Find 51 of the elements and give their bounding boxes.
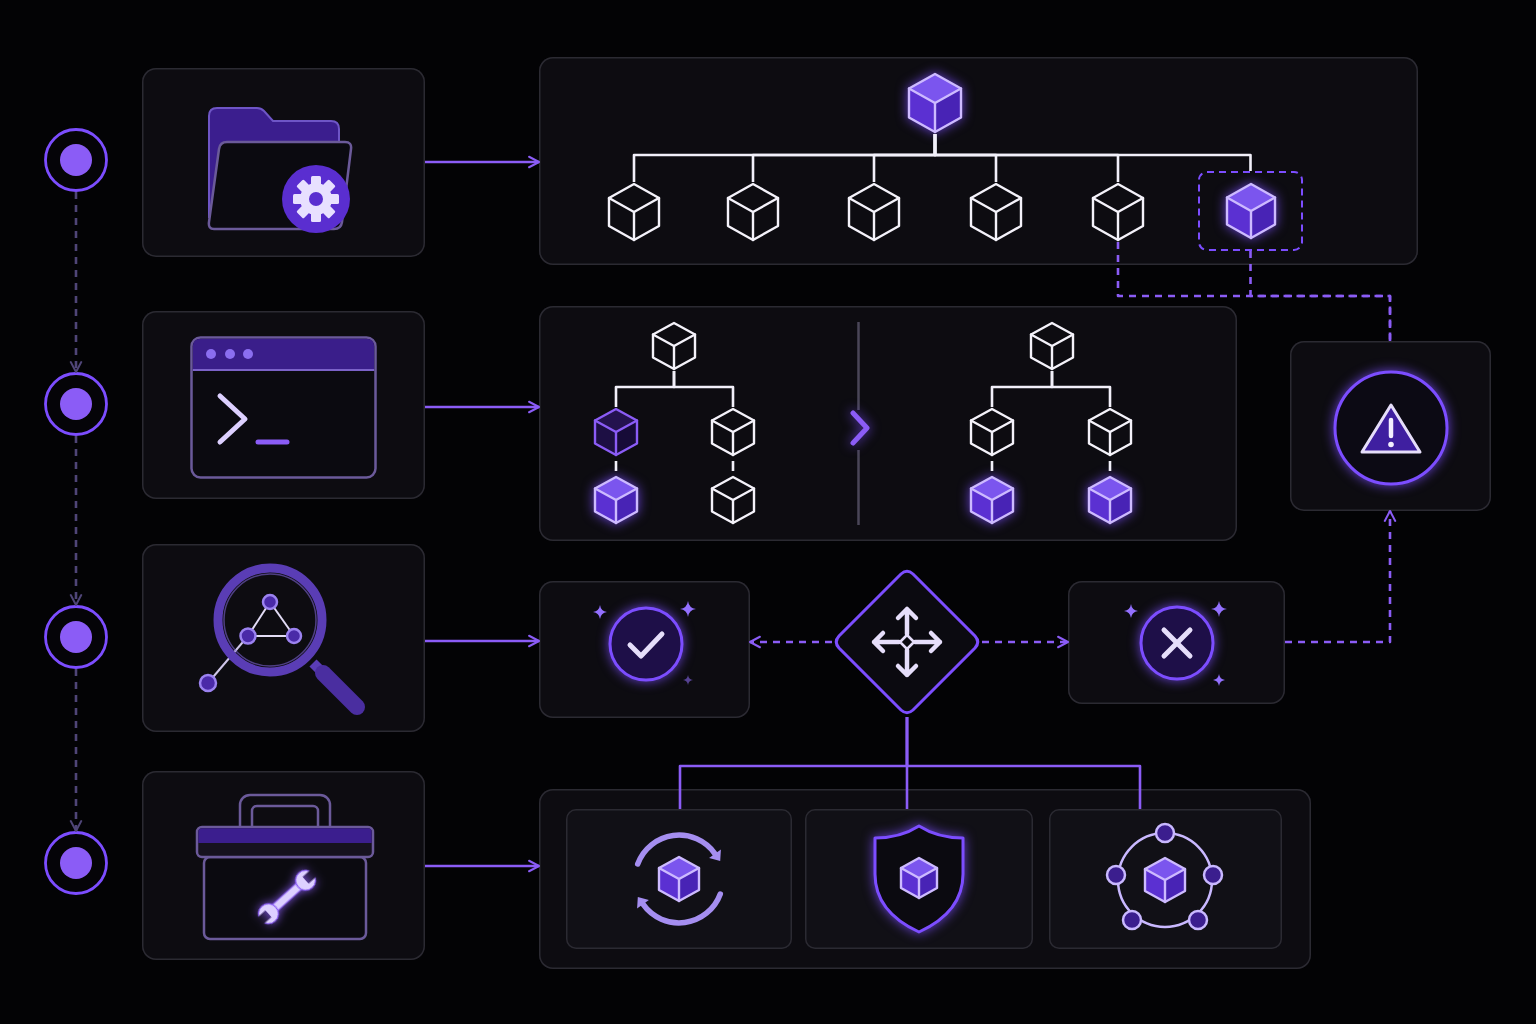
connector-line: [672, 371, 735, 407]
step-circle: [44, 605, 108, 669]
cube-icon: [969, 407, 1015, 457]
cube-icon: [1091, 182, 1145, 242]
highlight-frame: [1198, 171, 1303, 251]
icon-card: [539, 581, 750, 718]
cube-icon: [969, 182, 1023, 242]
arrow: [425, 859, 540, 873]
icon-card: [566, 809, 792, 949]
icon-card: [142, 311, 425, 499]
dashed-arrow: [982, 635, 1069, 649]
group-panel: [539, 789, 1311, 969]
cube-icon: [847, 182, 901, 242]
dashed-arrow: [1285, 510, 1397, 644]
tree-panel: [539, 57, 1418, 265]
icon-card: [805, 809, 1033, 949]
icon-card: [142, 544, 425, 732]
decision-diamond: [832, 567, 982, 717]
tree-panel: [539, 306, 1237, 541]
step-circle: [44, 831, 108, 895]
cube-icon: [1029, 321, 1075, 371]
cube-icon: [710, 475, 756, 525]
icon-card: [1068, 581, 1285, 704]
arrow: [425, 400, 540, 414]
dashed-arrow: [69, 669, 83, 832]
cube-icon: [907, 72, 963, 134]
connector-line: [1050, 371, 1112, 407]
arrow: [425, 155, 540, 169]
connector-line: [933, 134, 1252, 171]
step-circle: [44, 372, 108, 436]
cube-icon: [593, 407, 639, 457]
icon-card: [1290, 341, 1491, 511]
step-circle: [44, 128, 108, 192]
icon-card: [142, 68, 425, 257]
icon-card: [142, 771, 425, 960]
dashed-arrow: [69, 436, 83, 606]
arrow: [425, 634, 540, 648]
cube-icon: [726, 182, 780, 242]
cube-icon: [651, 321, 697, 371]
cube-icon: [593, 475, 639, 525]
dashed-arrow: [749, 635, 832, 649]
cube-icon: [710, 407, 756, 457]
cube-icon: [607, 182, 661, 242]
icon-card: [1049, 809, 1282, 949]
cube-icon: [1087, 407, 1133, 457]
connector-line: [905, 717, 1142, 809]
dashed-arrow: [69, 192, 83, 373]
cube-icon: [1087, 475, 1133, 525]
dashed-connector-line: [1116, 242, 1392, 341]
dashed-connector-line: [1249, 251, 1392, 341]
cube-icon: [969, 475, 1015, 525]
